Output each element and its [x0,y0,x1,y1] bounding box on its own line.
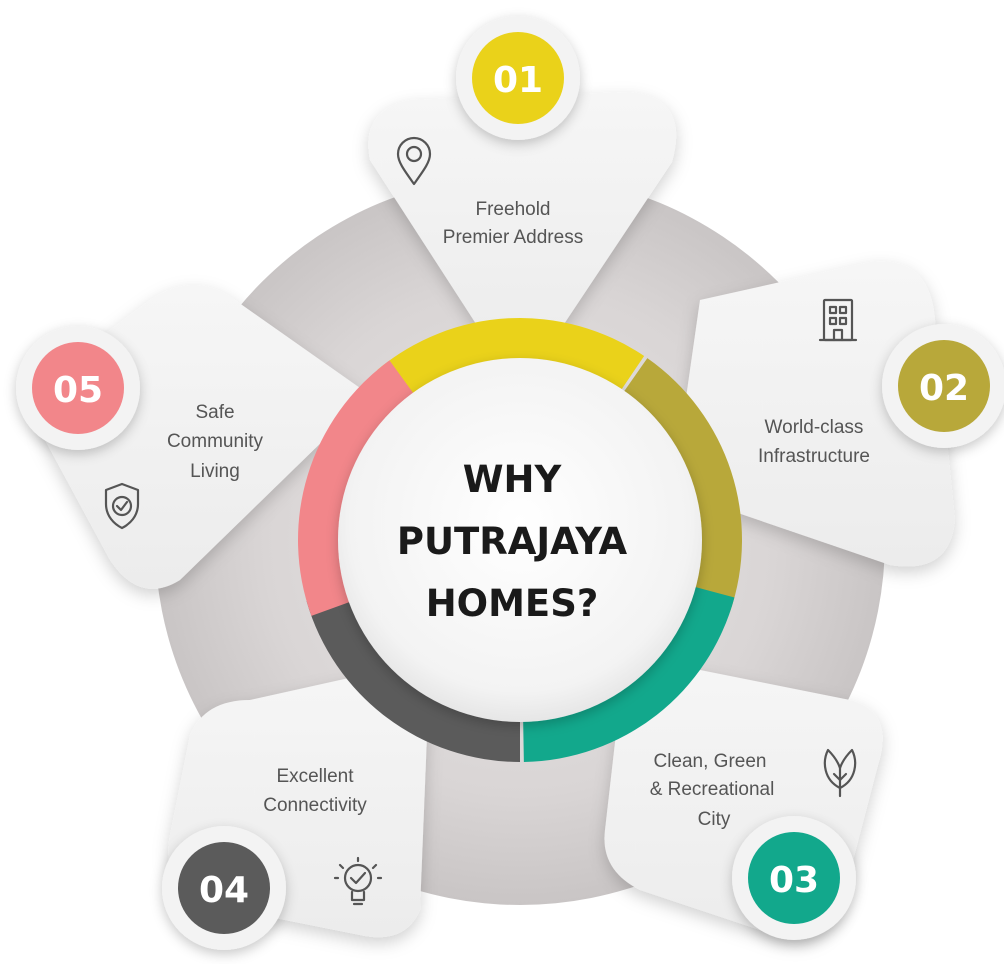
leaf-icon [823,748,857,798]
ring-segment-02 [622,358,742,613]
item-01: 01 Freehold Premier Address [396,16,583,248]
item-05: 05 Safe Community Living [16,326,264,530]
number-badge-05 [32,342,124,434]
petals [40,92,955,939]
label-05-line-2: Community [167,431,264,452]
number-badge-02 [898,340,990,432]
label-04-line-2: Connectivity [263,795,367,816]
ring-segment-05 [298,360,416,616]
title-line-3: HOMES? [426,582,599,625]
item-03: 03 Clean, Green & Recreational City [650,748,857,940]
center-disc [338,358,702,722]
ring-segment-03 [523,586,735,762]
number-02: 02 [919,368,969,409]
lightbulb-check-icon [333,856,383,906]
label-03-line-3: City [698,809,731,830]
number-badge-04 [178,842,270,934]
petal-card-02 [673,261,955,567]
title-line-1: WHY [463,458,563,501]
building-icon [818,298,858,342]
label-01-line-1: Freehold [476,199,551,220]
label-05-line-3: Living [190,461,240,482]
ring-segment-04 [306,589,520,762]
number-badge-01 [472,32,564,124]
number-05: 05 [53,370,103,411]
location-pin-icon [396,136,432,186]
title-line-2: PUTRAJAYA [397,520,628,563]
label-01-line-2: Premier Address [443,227,583,248]
shield-check-icon [104,482,140,530]
number-01: 01 [493,60,543,101]
item-02: 02 World-class Infrastructure [758,298,1004,467]
label-03-line-2: & Recreational [650,779,775,800]
number-04: 04 [199,870,249,911]
item-04: 04 Excellent Connectivity [162,766,383,950]
label-05-line-1: Safe [195,402,234,423]
label-03-line-1: Clean, Green [653,751,766,772]
label-04-line-1: Excellent [276,766,354,787]
label-02-line-1: World-class [765,417,864,438]
number-badge-03 [748,832,840,924]
label-02-line-2: Infrastructure [758,446,870,467]
number-03: 03 [769,860,819,901]
petal-card-01 [368,92,677,355]
